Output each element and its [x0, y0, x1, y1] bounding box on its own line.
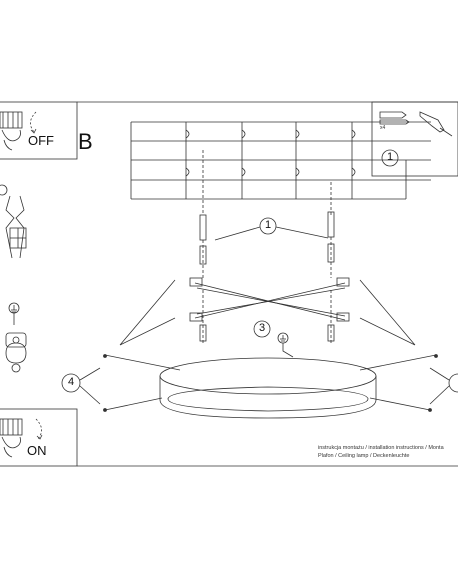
- callout-circle-4-right: [448, 373, 458, 393]
- earth-ground-icon: [277, 332, 294, 358]
- callout-circle-1-top: [381, 149, 399, 167]
- caption-line-2: Plafon / Ceiling lamp / Deckenleuchte: [318, 453, 410, 459]
- accessories-panel: [371, 101, 458, 177]
- callout-1-mid: 1: [264, 219, 272, 231]
- accessory-quantity: x4: [380, 125, 386, 131]
- switch-off-label: OFF: [28, 133, 54, 148]
- callout-3: 3: [258, 322, 266, 334]
- rotate-arrow-icon: [35, 418, 43, 440]
- power-switch-icon: [0, 418, 23, 458]
- caption-line-1: instrukcja montażu / installation instru…: [318, 445, 444, 451]
- mounting-bracket: [189, 277, 350, 345]
- callout-circle-3: [253, 320, 271, 338]
- power-switch-icon: [0, 111, 23, 151]
- wiring-terminal-icon: [0, 184, 27, 259]
- switch-on-label: ON: [27, 443, 47, 458]
- ceiling-panels: [130, 121, 431, 200]
- callout-circle-4-left: [61, 373, 81, 393]
- wall-plug-icon: [379, 111, 410, 125]
- rotate-arrow-icon: [30, 111, 37, 134]
- switch-off-panel: [0, 101, 78, 160]
- screw-icon: [199, 150, 335, 278]
- section-label: B: [78, 129, 93, 154]
- switch-on-panel: [0, 408, 78, 467]
- callout-4-left: 4: [67, 376, 75, 388]
- earth-ground-icon: [5, 302, 27, 373]
- callout-circle-1-mid: [259, 217, 277, 235]
- drill-icon: [419, 111, 453, 137]
- ring-luminaire: [159, 357, 377, 419]
- callout-1-top: 1: [386, 151, 394, 163]
